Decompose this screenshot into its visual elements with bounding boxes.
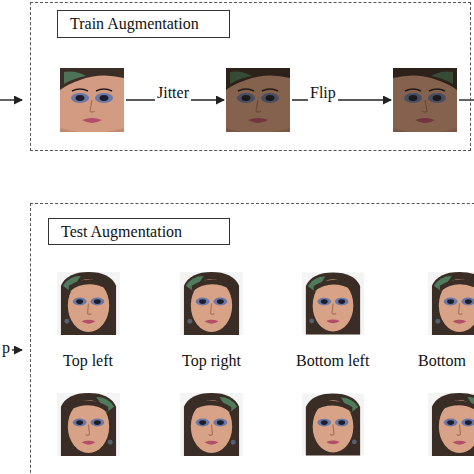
step-label: Top right (180, 352, 243, 370)
flip-arrow (292, 99, 391, 100)
step-label: Jitter (155, 84, 191, 102)
face-image (60, 68, 124, 133)
flipped-crop-image (180, 393, 243, 456)
flipped-crop-image (57, 393, 120, 456)
crop-image (57, 272, 120, 335)
step-label: Bottom left (294, 352, 371, 370)
flipped-crop-image (428, 393, 474, 456)
crop-image (180, 272, 243, 335)
incoming-arrow (0, 99, 22, 100)
flipped-crop-image (302, 394, 364, 456)
flipped-face-image (393, 68, 457, 133)
outgoing-line (459, 99, 474, 100)
step-label: Bottom (416, 352, 468, 370)
step-label: p (0, 339, 12, 357)
step-label: Flip (308, 84, 338, 102)
step-label: Top left (61, 352, 115, 370)
dashed-panel: Test Augmentation (30, 203, 474, 474)
jittered-face-image (226, 68, 290, 133)
panel-heading: Test Augmentation (48, 218, 230, 245)
dashed-panel: Train Augmentation (30, 2, 471, 151)
panel-heading: Train Augmentation (57, 10, 230, 38)
crop-image (302, 273, 364, 335)
crop-image (428, 272, 474, 335)
